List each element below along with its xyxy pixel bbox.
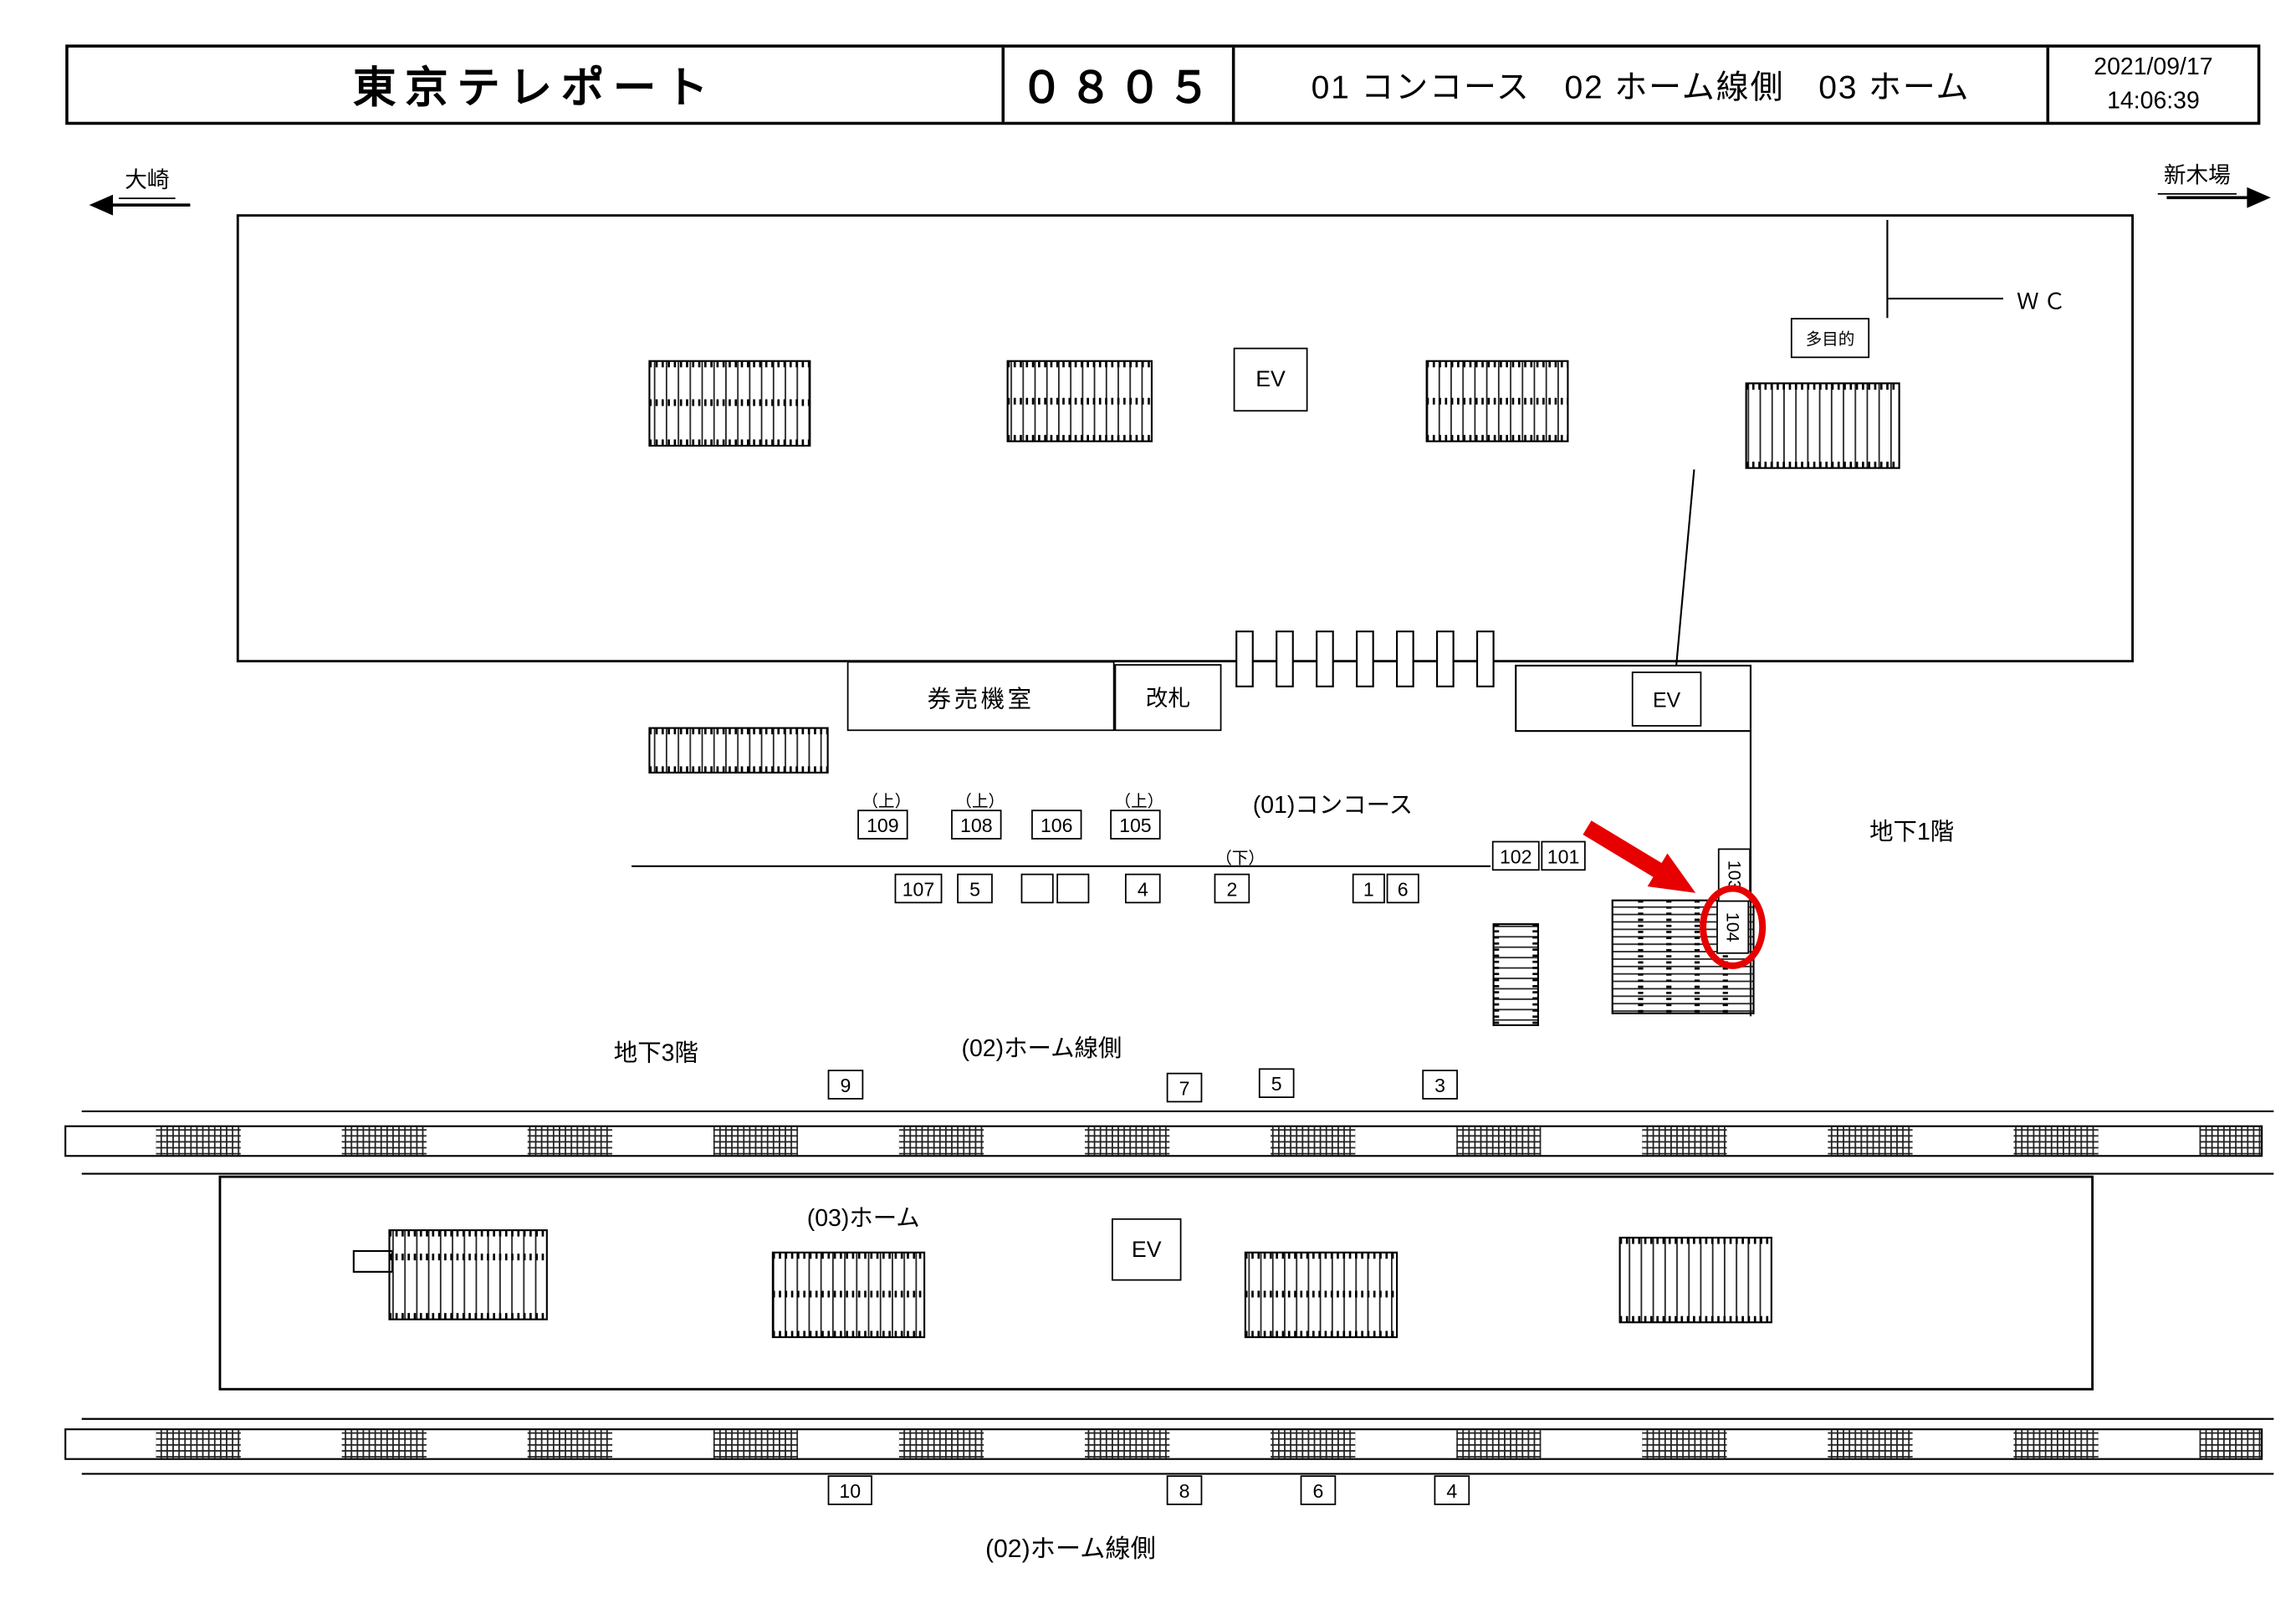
stairs-concourse-right (1745, 382, 1900, 469)
stairs-below-ticket-room (648, 727, 829, 774)
stairs-platform-left (352, 1229, 548, 1320)
ad-box-8: 8 (1166, 1475, 1203, 1505)
track-lower (64, 1417, 2274, 1475)
down-marker: （下） (1215, 850, 1265, 868)
time-text: 14:06:39 (2107, 89, 2200, 115)
area-legend: 01 コンコース 02 ホーム線側 03 ホーム (1231, 47, 2047, 122)
up-marker: （上） (862, 793, 912, 812)
ticket-machine-room: 券売機室 (846, 661, 1115, 732)
multipurpose-room: 多目的 (1790, 318, 1870, 359)
ad-box-2: 2 (1214, 873, 1250, 904)
b1-label: 地下1階 (1869, 820, 1955, 845)
b3-label: 地下3階 (613, 1041, 698, 1067)
concourse-label: (01)コンコース (1252, 793, 1414, 819)
trackside-lower-label: (02)ホーム線側 (984, 1535, 1156, 1564)
ad-box-6: 6 (1386, 873, 1419, 904)
timestamp: 2021/09/17 14:06:39 (2046, 47, 2258, 122)
ad-box-empty (1020, 873, 1054, 904)
station-code: ０８０５ (1001, 47, 1231, 122)
ad-box-107: 107 (894, 873, 943, 904)
ad-box-5: 5 (957, 873, 993, 904)
ticket-gate-label: 改札 (1114, 664, 1222, 732)
ad-box-3: 3 (1422, 1070, 1458, 1100)
elevator-platform: EV (1111, 1218, 1182, 1281)
ad-box-109: 109 (857, 809, 908, 840)
ad-box-empty (1056, 873, 1090, 904)
track-upper (64, 1110, 2274, 1175)
stairs-platform-right (1618, 1236, 1772, 1324)
direction-right-label: 新木場 (2157, 159, 2237, 195)
ad-box-103: 103 (1717, 848, 1751, 902)
left-direction-arrow-icon (89, 194, 191, 216)
ad-box-4: 4 (1124, 873, 1161, 904)
ad-box-102: 102 (1491, 840, 1540, 871)
up-marker: （上） (1114, 793, 1164, 812)
ad-box-1: 1 (1352, 873, 1385, 904)
stairs-concourse-left (648, 360, 811, 447)
trackside-upper-label: (02)ホーム線側 (961, 1037, 1122, 1063)
wc-label: ＷＣ (2016, 289, 2070, 315)
elevator-gate-side: EV (1631, 672, 1702, 727)
stairs-concourse-mid-left (1006, 360, 1153, 442)
station-name: 東京テレポート (352, 65, 718, 114)
stairs-platform-mid-right (1244, 1251, 1399, 1339)
ad-box-7: 7 (1166, 1072, 1203, 1103)
platform-outline (218, 1175, 2094, 1391)
stairs-narrow-to-platform (1492, 923, 1539, 1026)
stairs-platform-mid-left (771, 1251, 926, 1339)
direction-left-label: 大崎 (119, 163, 176, 200)
up-marker: （上） (955, 793, 1005, 812)
title-bar: 東京テレポート ０８０５ 01 コンコース 02 ホーム線側 03 ホーム 20… (65, 44, 2261, 125)
ticket-gate-pillars (1235, 631, 1495, 687)
date-text: 2021/09/17 (2094, 54, 2213, 80)
platform-label: (03)ホーム (806, 1206, 920, 1232)
ad-box-6b: 6 (1300, 1475, 1337, 1505)
ad-box-9: 9 (827, 1070, 864, 1100)
right-direction-arrow-icon (2166, 186, 2271, 208)
ad-box-101: 101 (1541, 840, 1586, 871)
ad-box-105: 105 (1110, 809, 1161, 840)
ad-box-10: 10 (827, 1475, 872, 1505)
ad-box-4b: 4 (1434, 1475, 1470, 1505)
ad-box-5b: 5 (1258, 1068, 1295, 1098)
stairs-concourse-mid-right (1425, 360, 1569, 442)
elevator-concourse: EV (1233, 347, 1308, 412)
ad-box-108: 108 (951, 809, 1002, 840)
ad-box-104-highlighted: 104 (1716, 900, 1750, 954)
ad-box-106: 106 (1031, 809, 1082, 840)
